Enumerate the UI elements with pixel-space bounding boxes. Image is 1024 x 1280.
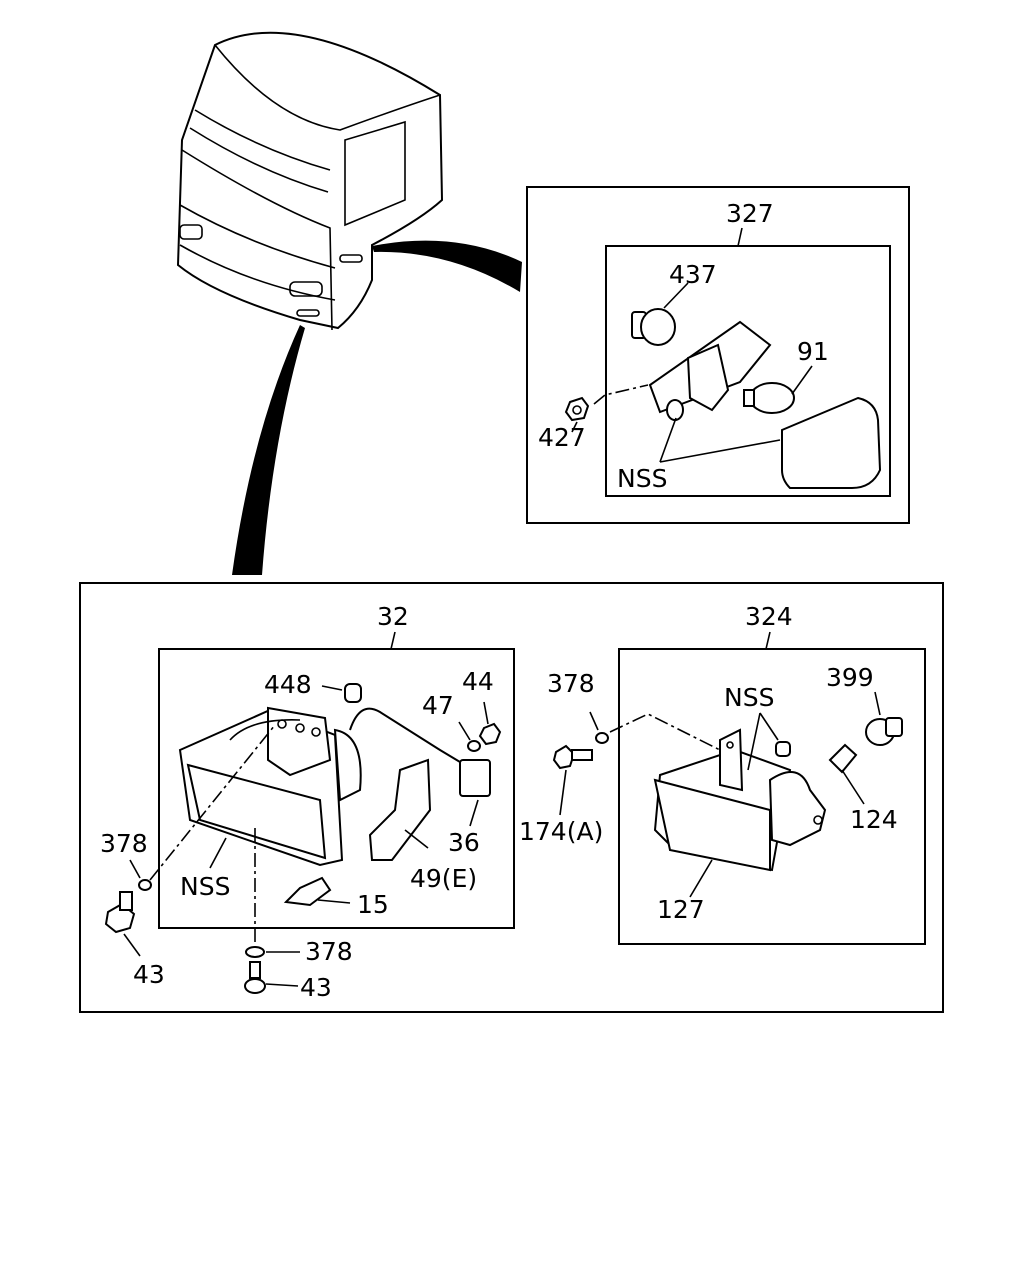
socket-399 [865, 691, 903, 746]
washer-378-fog [589, 711, 609, 744]
bulb-socket-437 [631, 282, 689, 346]
label-43-left: 43 [133, 960, 165, 989]
fog-lamp-group [618, 631, 926, 945]
label-47: 47 [422, 691, 454, 720]
label-378-fog: 378 [547, 669, 595, 698]
truck-cab-illustration [176, 31, 444, 331]
label-91: 91 [797, 337, 829, 366]
washer-378-left [129, 859, 152, 891]
fog-lamp-unit [653, 728, 827, 872]
label-36: 36 [448, 828, 480, 857]
washer-378-bottom [245, 946, 300, 958]
side-lamp-housing [648, 320, 772, 421]
label-49e: 49(E) [410, 864, 477, 893]
fog-lamp-cap [775, 741, 791, 757]
label-174a: 174(A) [519, 817, 603, 846]
bracket-49e [368, 758, 432, 861]
side-lamp-group [526, 186, 910, 524]
bulb-124 [828, 743, 865, 805]
wire-harness [349, 707, 461, 763]
label-15: 15 [357, 890, 389, 919]
label-44: 44 [462, 667, 494, 696]
label-437: 437 [669, 260, 717, 289]
headlamp-group [158, 631, 515, 929]
callout-wedge-lower [232, 325, 305, 575]
label-32: 32 [377, 602, 409, 631]
bulb-15 [283, 876, 351, 907]
bolt-43-left [104, 891, 141, 957]
bulb-91 [743, 365, 813, 414]
label-nss-headlamp: NSS [180, 872, 230, 901]
bolt-43-bottom [244, 961, 299, 994]
label-448: 448 [264, 670, 312, 699]
callout-wedge-upper [372, 240, 522, 292]
label-378-bottom: 378 [305, 937, 353, 966]
fog-lamp-assembly-frame [618, 648, 926, 945]
label-nss-fog: NSS [724, 683, 774, 712]
nut-44 [478, 701, 502, 746]
label-nss-side: NSS [617, 464, 667, 493]
washer-47 [458, 721, 481, 752]
label-324: 324 [745, 602, 793, 631]
label-327: 327 [726, 199, 774, 228]
nut-427 [564, 396, 590, 433]
headlamp-unit [178, 706, 362, 867]
label-124: 124 [850, 805, 898, 834]
side-lamp-outer-frame [526, 186, 910, 524]
side-lamp-lens [781, 396, 882, 489]
label-427: 427 [538, 423, 586, 452]
label-127: 127 [657, 895, 705, 924]
connector-36 [459, 759, 491, 827]
headlamp-assembly-frame [158, 648, 515, 929]
label-43-bottom: 43 [300, 973, 332, 1002]
side-lamp-assembly-frame [605, 245, 891, 497]
cap-448 [321, 683, 362, 703]
label-399: 399 [826, 663, 874, 692]
bolt-174a [552, 744, 593, 816]
label-378-left: 378 [100, 829, 148, 858]
lower-frame [79, 582, 944, 1013]
